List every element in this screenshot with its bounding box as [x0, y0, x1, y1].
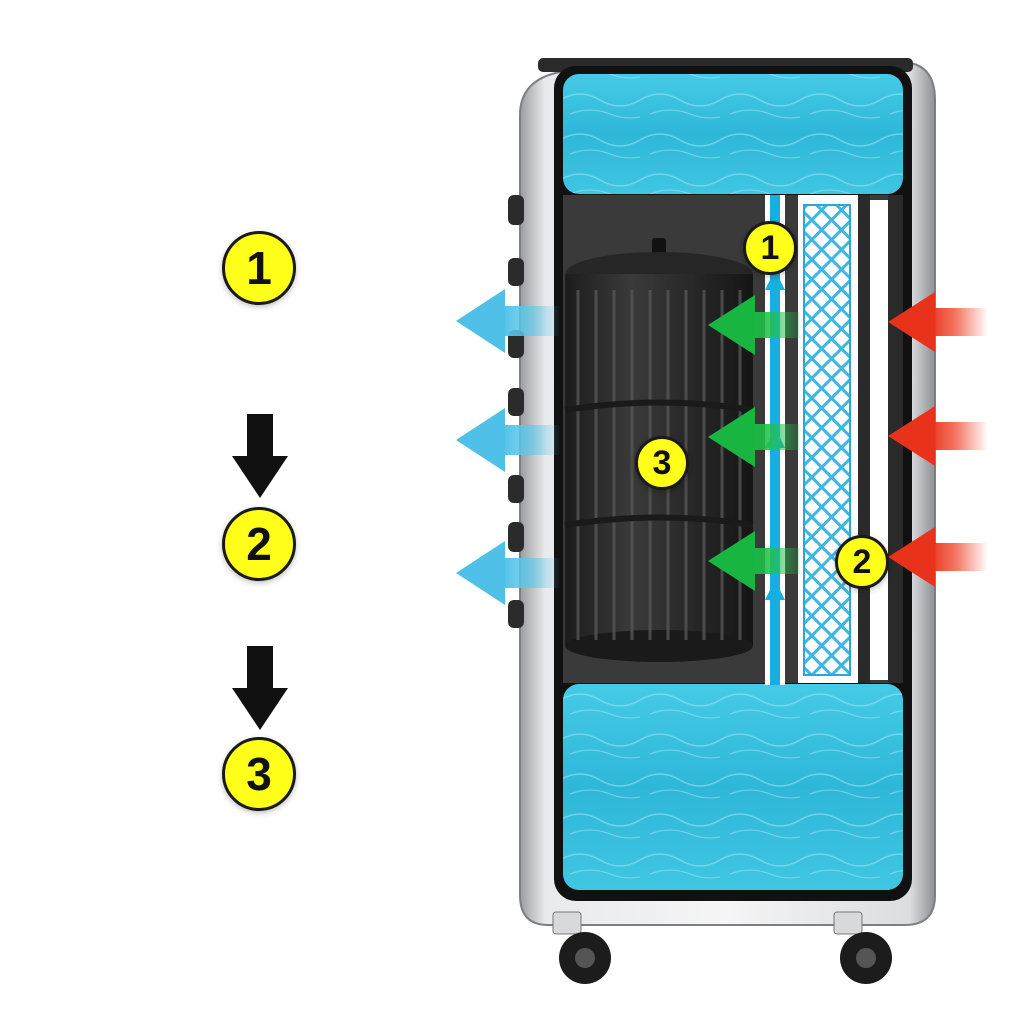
warm-air-inflow: [888, 292, 988, 587]
step-label-3: 3: [222, 737, 296, 811]
side-knobs: [508, 195, 524, 628]
caster-wheels: [552, 911, 892, 984]
cooling-filter: [798, 195, 903, 683]
cyan-up-arrow-icon: [765, 270, 785, 290]
pump-line-label: 1: [743, 221, 797, 275]
red-arrow-icon: [888, 527, 988, 587]
down-arrow-icon: [232, 646, 288, 730]
red-arrow-icon: [888, 406, 988, 466]
step-label-2: 2: [222, 507, 296, 581]
red-arrow-icon: [888, 292, 988, 352]
fan-label: 3: [635, 436, 689, 490]
cyan-up-arrow-icon: [765, 580, 785, 600]
down-arrow-icon: [232, 414, 288, 498]
blue-arrow-icon: [456, 289, 560, 353]
cool-air-outflow: [456, 289, 560, 605]
filter-label: 2: [835, 535, 889, 589]
green-arrow-icon: [708, 295, 800, 355]
green-arrow-icon: [708, 407, 800, 467]
green-arrow-icon: [708, 531, 800, 591]
blue-arrow-icon: [456, 408, 560, 472]
sequence-arrows: [232, 414, 288, 730]
step-label-1: 1: [222, 231, 296, 305]
blue-arrow-icon: [456, 541, 560, 605]
fan-intake-airflow: [708, 295, 800, 591]
